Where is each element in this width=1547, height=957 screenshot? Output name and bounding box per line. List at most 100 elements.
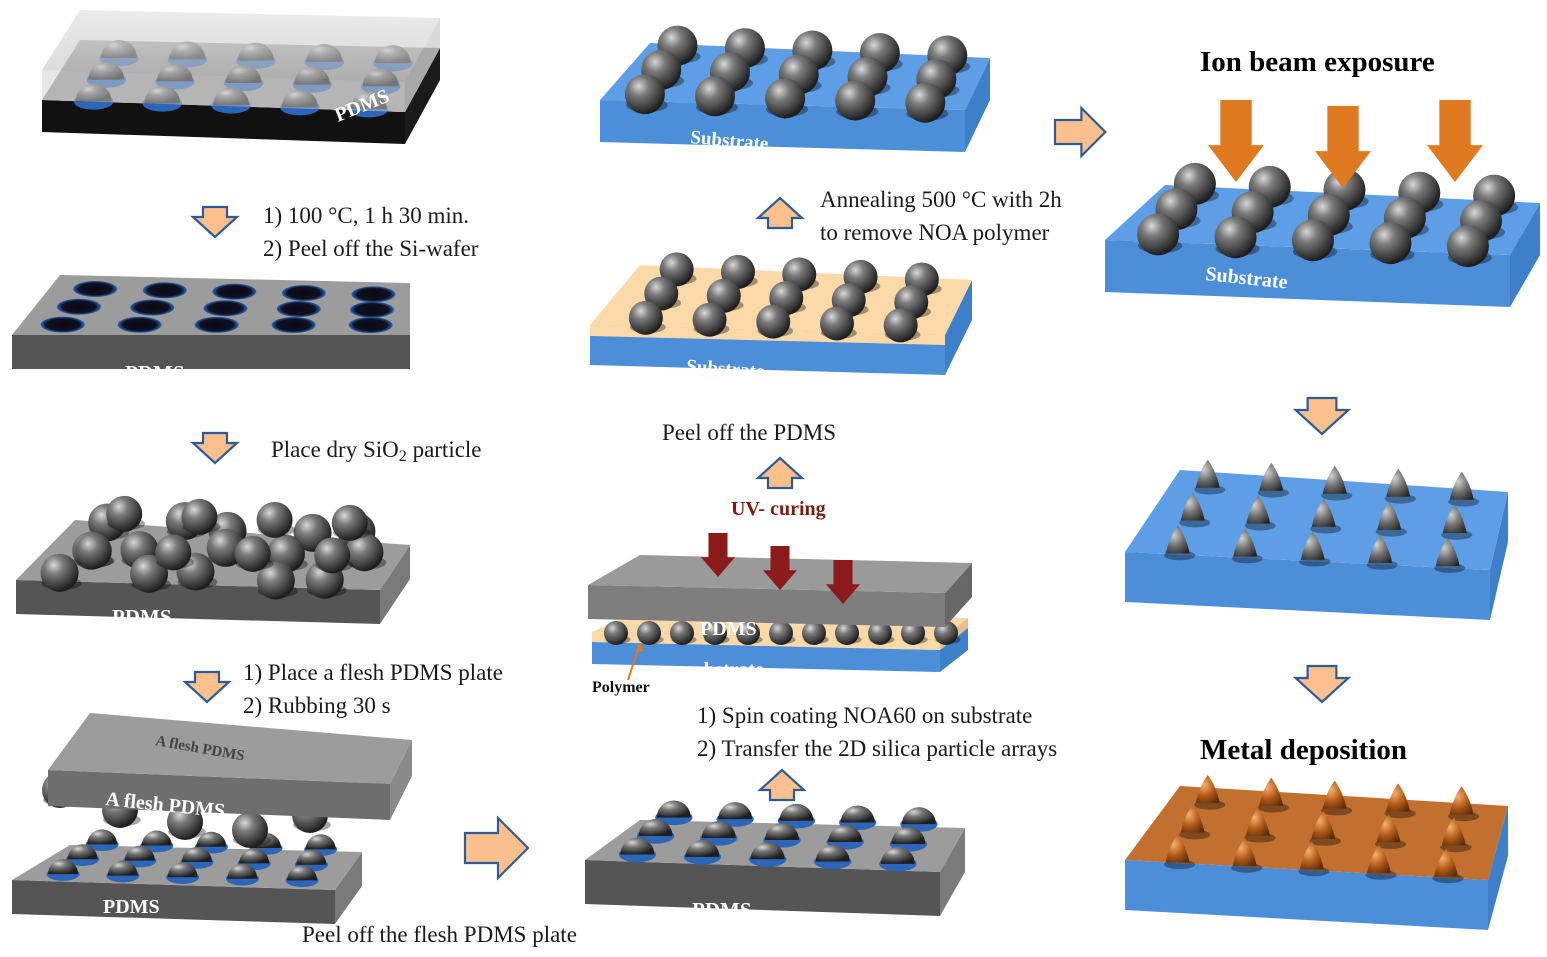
rubbed-particle	[256, 561, 295, 600]
transfer-hemisphere	[141, 830, 172, 846]
ion-particle	[1137, 213, 1180, 256]
peeled-hemisphere	[765, 823, 799, 840]
step5-line2: 2) Transfer the 2D silica particle array…	[697, 736, 1058, 761]
step5-line1: 1) Spin coating NOA60 on substrate	[697, 703, 1033, 728]
step2-prefix: Place dry SiO	[271, 437, 399, 462]
annealed-particle	[695, 76, 736, 117]
transfer-hemisphere	[296, 849, 327, 865]
rubbed-particle-top	[234, 535, 271, 572]
peeled-hemisphere	[750, 842, 785, 860]
pdms-after-peel-block-front	[585, 860, 940, 916]
hole	[117, 316, 162, 333]
lifted-particle	[232, 812, 268, 848]
uv-curing-label: UV- curing	[731, 498, 826, 520]
cone	[1233, 528, 1258, 557]
arrow-step5	[757, 768, 807, 802]
peeled-hemisphere	[840, 805, 875, 823]
transfer-hemisphere	[227, 863, 258, 879]
pdms-holes-label: PDMS	[125, 361, 185, 385]
step3-line1: 1) Place a flesh PDMS plate	[243, 660, 503, 685]
cone	[1368, 534, 1393, 563]
ion-particle	[1214, 216, 1257, 259]
cone	[1377, 501, 1402, 530]
sandwich-particle	[670, 621, 694, 645]
uv-pdms-block-side	[945, 563, 972, 627]
polymer-substrate-label: Substrate	[686, 356, 765, 382]
rubbed-particle-top	[314, 537, 351, 574]
sandwich-particle	[769, 621, 793, 645]
peeled-hemisphere	[828, 825, 863, 842]
pdms-mold-top	[42, 10, 440, 82]
pdms-mold-front	[42, 70, 405, 112]
bottom-pdms-block	[12, 845, 362, 924]
metal-cone	[1386, 783, 1411, 812]
arrow-peel	[755, 196, 805, 230]
transfer-hemisphere	[67, 844, 98, 860]
metal-cone	[1441, 817, 1466, 846]
metal-cone	[1180, 804, 1205, 833]
pdms-particles-label: PDMS	[112, 605, 172, 629]
cone	[1165, 525, 1190, 554]
step2-suffix: particle	[406, 437, 482, 462]
sandwich-particle	[703, 621, 727, 645]
metal-cone	[1366, 844, 1391, 873]
peeled-hemisphere	[638, 819, 673, 836]
hole	[351, 286, 396, 303]
transfer-hemisphere	[48, 859, 79, 875]
cone	[1195, 459, 1220, 488]
peeled-hemisphere	[779, 803, 814, 821]
hole	[40, 316, 85, 333]
flesh-pdms-block	[48, 713, 412, 820]
uv-substrate-block-side	[940, 628, 968, 672]
arrow-anneal	[1053, 105, 1107, 159]
hole-array	[40, 280, 396, 334]
peeled-hemisphere	[815, 844, 850, 862]
peeled-hemisphere	[880, 846, 915, 864]
ion-particle	[1292, 219, 1334, 262]
rubbed-particle-top	[256, 501, 293, 538]
hole	[271, 316, 316, 333]
annealed-substrate-block-side	[965, 58, 990, 152]
metal-cone	[1449, 786, 1474, 815]
ion-arrow-2	[1315, 106, 1371, 188]
annealed-particle	[835, 80, 876, 121]
transfer-hemisphere	[239, 848, 270, 864]
uv-arrow-1	[701, 533, 735, 577]
ion-substrate-block-front	[1105, 240, 1510, 307]
arrow-step3	[182, 670, 232, 704]
embedded-particle	[644, 276, 679, 311]
embedded-particle	[883, 308, 918, 343]
peeled-hemisphere-array	[618, 800, 938, 872]
cone	[1449, 471, 1474, 500]
cone-substrate-block-front	[1125, 552, 1490, 620]
transfer-hemisphere	[305, 834, 336, 850]
anneal-line1: Annealing 500 °C with 2h	[820, 187, 1062, 212]
arrow-cone	[1292, 664, 1352, 704]
rubbed-particle	[345, 533, 384, 572]
cone	[1246, 495, 1271, 524]
transfer-hemisphere	[167, 862, 198, 878]
sandwich-particle	[736, 621, 760, 645]
ion-arrow-1	[1208, 100, 1264, 182]
metal-substrate-block-front	[1125, 860, 1488, 930]
annealed-particle	[765, 78, 806, 119]
peeled-hemisphere	[901, 807, 936, 825]
sandwich-particle	[901, 621, 925, 645]
ion-arrow-3	[1427, 100, 1483, 182]
ion-particle-array	[1137, 162, 1519, 268]
rubbed-particle-top	[331, 504, 368, 541]
peeled-hemisphere	[718, 802, 753, 820]
uv-pdms-label: PDMS	[700, 618, 757, 640]
embedded-particle	[819, 306, 854, 341]
embedded-particle-array	[628, 252, 942, 343]
si-wafer-block-side	[405, 48, 440, 144]
uv-arrow-3	[826, 560, 860, 604]
rubbed-particle-top	[155, 534, 192, 571]
annealed-particle-array	[624, 25, 971, 123]
ion-particle	[1446, 225, 1489, 268]
annealed-particle	[624, 74, 665, 115]
transfer-hemisphere	[124, 845, 155, 861]
pdms-after-peel-block-side	[940, 828, 965, 916]
ion-substrate-block-side	[1510, 203, 1540, 307]
